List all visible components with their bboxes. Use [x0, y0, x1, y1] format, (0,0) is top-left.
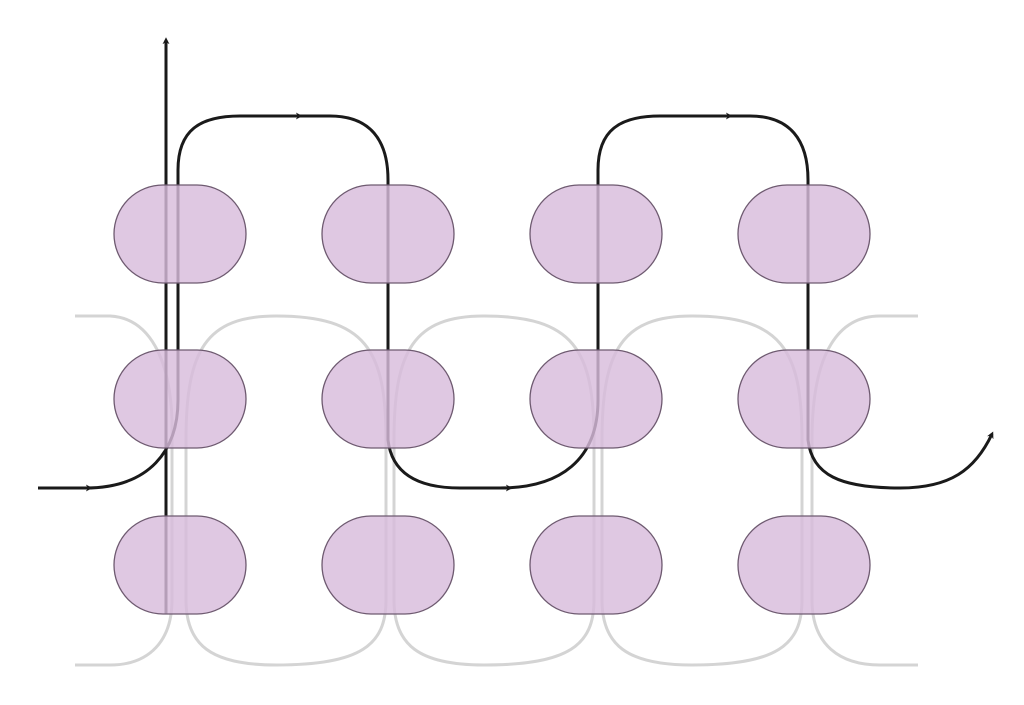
node-grid	[113, 184, 871, 615]
pill-node	[113, 349, 247, 449]
background-arch-bottom	[600, 440, 804, 667]
pill-node	[737, 349, 871, 449]
pill-node	[321, 184, 455, 284]
pill-node	[737, 184, 871, 284]
pill-node	[113, 515, 247, 615]
pill-node	[529, 515, 663, 615]
pill-node	[321, 349, 455, 449]
pill-node	[113, 184, 247, 284]
background-arch-bottom	[392, 440, 596, 667]
pill-node	[321, 515, 455, 615]
pill-node	[529, 349, 663, 449]
background-arch-bottom	[184, 440, 388, 667]
pill-node	[529, 184, 663, 284]
pill-node	[737, 515, 871, 615]
wave-segment	[290, 114, 513, 492]
wave-segment-exit	[720, 114, 994, 490]
